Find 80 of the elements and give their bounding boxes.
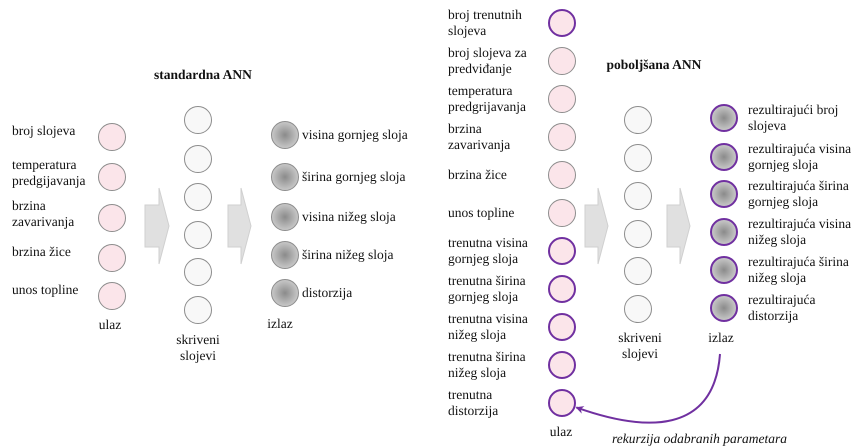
block-arrow xyxy=(584,188,609,264)
neuron-label: brzina žice xyxy=(448,167,508,183)
neuron-circle xyxy=(548,237,576,265)
layer-label: skriveni slojevi xyxy=(617,330,663,362)
block-arrow xyxy=(666,188,691,264)
neuron-label: trenutna distorzija xyxy=(448,387,500,419)
neuron-circle xyxy=(548,199,576,227)
neuron-circle xyxy=(624,220,652,248)
neuron-label: rezultirajuća visina nižeg sloja xyxy=(748,216,852,248)
neuron-circle xyxy=(710,104,738,132)
neuron-circle xyxy=(548,161,576,189)
edge-label: rekurzija odabranih parametara xyxy=(612,431,787,446)
neuron-circle xyxy=(98,123,126,151)
neuron-circle xyxy=(624,257,652,285)
neuron-circle xyxy=(184,106,212,134)
neuron-circle xyxy=(710,294,738,322)
layer-label: izlaz xyxy=(707,330,735,346)
neuron-label: rezultirajuća širina nižeg sloja xyxy=(748,254,850,286)
section-heading: poboljšana ANN xyxy=(606,57,702,73)
neuron-label: trenutna visina nižeg sloja xyxy=(448,311,529,343)
neuron-label: unos topline xyxy=(448,205,516,221)
neuron-label: brzina žice xyxy=(12,244,72,260)
neuron-label: rezultirajuća visina gornjeg sloja xyxy=(748,141,852,173)
neuron-circle xyxy=(624,295,652,323)
neuron-label: rezultirajuća distorzija xyxy=(748,292,816,324)
neuron-circle xyxy=(548,275,576,303)
neuron-circle xyxy=(548,351,576,379)
neuron-label: visina gornjeg sloja xyxy=(302,127,409,143)
neuron-label: širina gornjeg sloja xyxy=(302,169,406,185)
neuron-circle xyxy=(271,241,299,269)
layer-label: ulaz xyxy=(548,424,574,440)
neuron-circle xyxy=(624,106,652,134)
neuron-circle xyxy=(710,180,738,208)
neuron-circle xyxy=(548,85,576,113)
neuron-circle xyxy=(548,9,576,37)
section-heading: standardna ANN xyxy=(154,67,252,83)
neuron-circle xyxy=(624,144,652,172)
neuron-circle xyxy=(98,282,126,310)
neuron-circle xyxy=(710,218,738,246)
neuron-label: broj slojeva xyxy=(12,123,76,139)
neuron-label: unos topline xyxy=(12,282,80,298)
neuron-label: trenutna širina gornjeg sloja xyxy=(448,273,527,305)
neuron-label: rezultirajuća širina gornjeg sloja xyxy=(748,178,850,210)
neuron-circle xyxy=(271,203,299,231)
neuron-circle xyxy=(271,163,299,191)
neuron-circle xyxy=(271,121,299,149)
neuron-label: širina nižeg sloja xyxy=(302,247,394,263)
neuron-label: visina nižeg sloja xyxy=(302,209,397,225)
neuron-label: broj trenutnih slojeva xyxy=(448,7,523,39)
neuron-label: rezultirajući broj slojeva xyxy=(748,102,840,134)
neuron-label: trenutna visina gornjeg sloja xyxy=(448,235,529,267)
neuron-circle xyxy=(710,256,738,284)
neuron-label: distorzija xyxy=(302,285,354,301)
curved-arrow xyxy=(576,354,721,424)
neuron-circle xyxy=(548,313,576,341)
neuron-circle xyxy=(184,145,212,173)
neuron-circle xyxy=(710,143,738,171)
neuron-circle xyxy=(184,183,212,211)
neuron-circle xyxy=(98,244,126,272)
neuron-circle xyxy=(548,389,576,417)
block-arrow xyxy=(228,188,252,264)
neuron-circle xyxy=(271,279,299,307)
neuron-label: brzina zavarivanja xyxy=(448,121,512,153)
layer-label: ulaz xyxy=(98,317,122,333)
neuron-circle xyxy=(184,221,212,249)
block-arrow xyxy=(144,188,170,264)
layer-label: skriveni slojevi xyxy=(175,332,221,364)
neuron-label: trenutna širina nižeg sloja xyxy=(448,349,527,381)
neuron-label: brzina zavarivanja xyxy=(12,198,76,230)
neuron-circle xyxy=(184,296,212,324)
neuron-label: broj slojeva za predviđanje xyxy=(448,45,528,77)
neuron-circle xyxy=(548,47,576,75)
neuron-circle xyxy=(548,123,576,151)
neuron-circle xyxy=(98,163,126,191)
layer-label: izlaz xyxy=(266,316,294,332)
neuron-circle xyxy=(624,182,652,210)
neuron-circle xyxy=(184,258,212,286)
neuron-label: temperatura predgrijavanja xyxy=(448,83,527,115)
neuron-label: temperatura predgijavanja xyxy=(12,157,86,189)
neuron-circle xyxy=(98,204,126,232)
